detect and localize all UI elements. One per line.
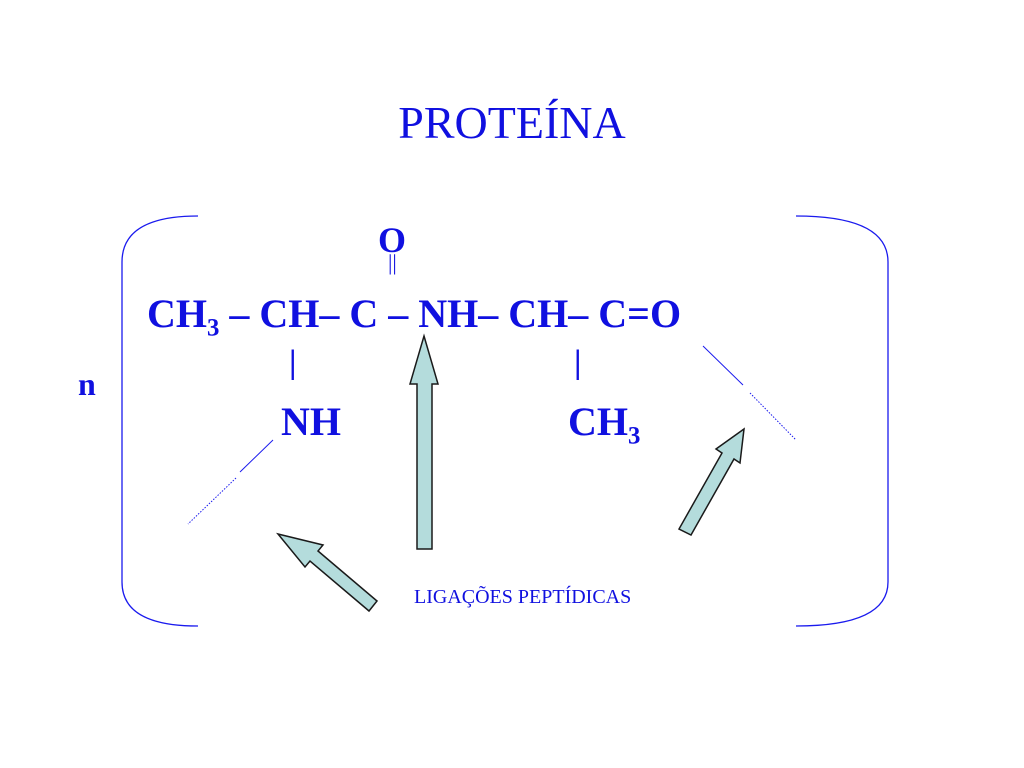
main-chain-rest: – CH– C – NH– CH– C=O [219, 291, 682, 336]
arrow-up-center [409, 333, 439, 550]
branch-ch3: CH3 [568, 402, 640, 449]
double-bond-mark: || [388, 250, 397, 275]
arrow-diagonal-left [275, 532, 379, 613]
open-bond-left-dotted [187, 477, 237, 525]
open-bond-right-dotted [749, 392, 797, 441]
main-chain-formula: CH3 – CH– C – NH– CH– C=O [147, 294, 681, 341]
branch-nh: NH [281, 399, 341, 444]
open-bond-right-solid [702, 345, 744, 386]
open-bond-left-solid [239, 439, 274, 473]
top-oxygen: O [378, 220, 407, 260]
vertical-bond-right: | [574, 344, 582, 381]
slide-title: PROTEÍNA [398, 97, 626, 148]
main-chain-subscript: 3 [207, 314, 220, 342]
vertical-bond-left: | [289, 344, 297, 381]
arrow-diagonal-right [677, 427, 745, 536]
right-bracket [795, 215, 889, 627]
main-chain-ch: CH [147, 291, 207, 336]
multiplier-n: n [78, 366, 96, 402]
left-bracket [121, 215, 199, 627]
branch-ch: CH [568, 399, 628, 444]
peptide-bonds-caption: LIGAÇÕES PEPTÍDICAS [414, 586, 632, 608]
branch-ch3-subscript: 3 [628, 422, 641, 450]
